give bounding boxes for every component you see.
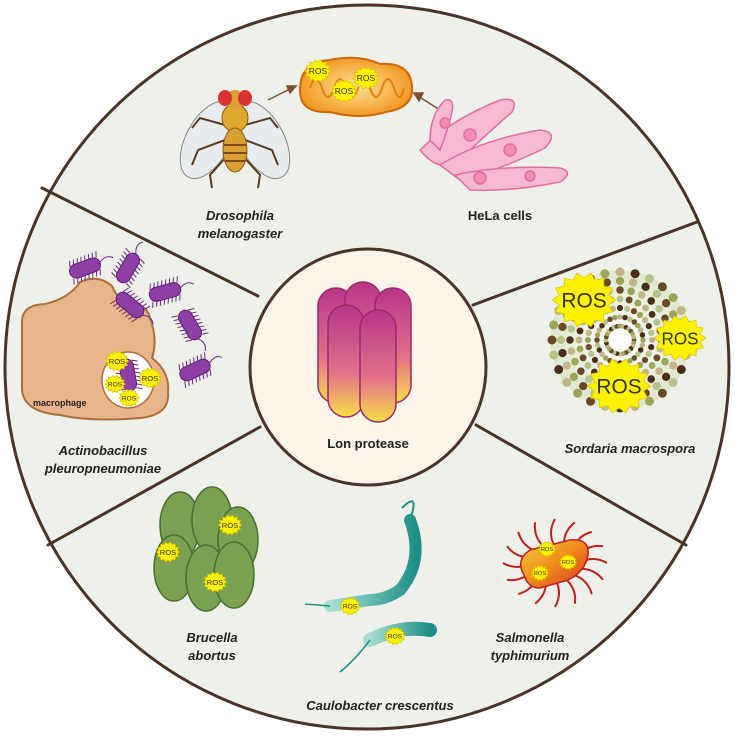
spore-ray	[549, 320, 609, 340]
ros-label: ROS	[562, 560, 575, 566]
ros-burst: ROS	[653, 315, 707, 361]
hela-cells-illustration	[418, 98, 569, 192]
ros-bursts: ROSROSROSROSROSROSROSROSROSROSROSROSROSR…	[104, 59, 707, 646]
spore-ray	[549, 340, 609, 360]
ros-label: ROS	[222, 521, 238, 530]
ros-label: ROS	[109, 357, 125, 366]
ros-burst: ROS	[104, 374, 126, 394]
arrows-to-mitochondrion	[267, 85, 441, 111]
ros-burst: ROS	[137, 367, 163, 389]
label-salmonella-line2: typhimurium	[491, 648, 570, 663]
ros-label: ROS	[596, 376, 641, 399]
ros-burst: ROS	[339, 596, 361, 616]
bacterium	[111, 241, 145, 289]
spore-ray	[628, 293, 678, 334]
ros-label: ROS	[388, 633, 403, 640]
spore-ray	[620, 269, 640, 329]
drosophila-fly-illustration	[179, 90, 291, 189]
bacterium	[148, 276, 195, 308]
ros-burst: ROS	[352, 66, 380, 90]
sector-dividers	[40, 186, 699, 547]
spore-ray	[573, 348, 614, 398]
ros-label: ROS	[160, 548, 176, 557]
label-macrophage: macrophage	[33, 398, 87, 408]
ros-label: ROS	[142, 374, 158, 383]
ros-label: ROS	[661, 329, 698, 348]
bacterium	[69, 251, 114, 285]
ros-burst: ROS	[118, 388, 140, 408]
ros-burst: ROS	[558, 554, 578, 570]
spore-ray	[562, 346, 612, 387]
actinobacillus-bacteria	[69, 241, 223, 405]
bacterium	[109, 287, 154, 325]
label-sordaria: Sordaria macrospora	[565, 441, 696, 456]
ros-burst: ROS	[104, 350, 130, 372]
lon-protease-icon	[317, 281, 412, 423]
ros-label: ROS	[561, 290, 606, 313]
label-actinobacillus-line2: pleuropneumoniae	[44, 461, 161, 476]
label-brucella-line1: Brucella	[186, 630, 237, 645]
label-salmonella-line1: Salmonella	[496, 630, 565, 645]
ros-burst: ROS	[530, 565, 550, 581]
label-drosophila-line1: Drosophila	[206, 208, 274, 223]
label-lon-protease: Lon protease	[327, 436, 409, 451]
spore-ray	[626, 348, 667, 398]
ros-label: ROS	[335, 86, 354, 96]
spore-ray	[623, 274, 654, 330]
ros-burst: ROS	[330, 79, 358, 103]
ros-label: ROS	[357, 73, 376, 83]
spore-ray	[630, 343, 686, 374]
ros-label: ROS	[122, 395, 137, 402]
ros-label: ROS	[108, 381, 123, 388]
spore-ray	[615, 267, 625, 329]
label-brucella-line2: abortus	[188, 648, 236, 663]
ros-burst: ROS	[217, 514, 243, 536]
spore-ray	[547, 335, 609, 345]
ros-label: ROS	[207, 578, 223, 587]
spore-ray	[630, 306, 686, 337]
label-hela-cells: HeLa cells	[468, 208, 532, 223]
ros-label: ROS	[541, 547, 554, 553]
ros-burst: ROS	[586, 358, 652, 414]
ros-label: ROS	[343, 603, 358, 610]
ros-burst: ROS	[537, 541, 557, 557]
label-caulobacter: Caulobacter crescentus	[306, 698, 453, 713]
bacterium	[178, 352, 223, 388]
ros-burst: ROS	[155, 541, 181, 563]
label-drosophila-line2: melanogaster	[198, 226, 283, 241]
bacterium	[171, 308, 209, 352]
ros-label: ROS	[309, 66, 328, 76]
center-lon-protease	[248, 247, 488, 487]
ros-burst: ROS	[551, 272, 617, 328]
ros-burst: ROS	[202, 571, 228, 593]
spore-ray	[626, 282, 667, 332]
ros-burst: ROS	[304, 59, 332, 83]
ros-burst: ROS	[384, 626, 406, 646]
ros-label: ROS	[534, 571, 547, 577]
spore-ray	[554, 343, 610, 374]
label-actinobacillus-line1: Actinobacillus	[58, 443, 148, 458]
